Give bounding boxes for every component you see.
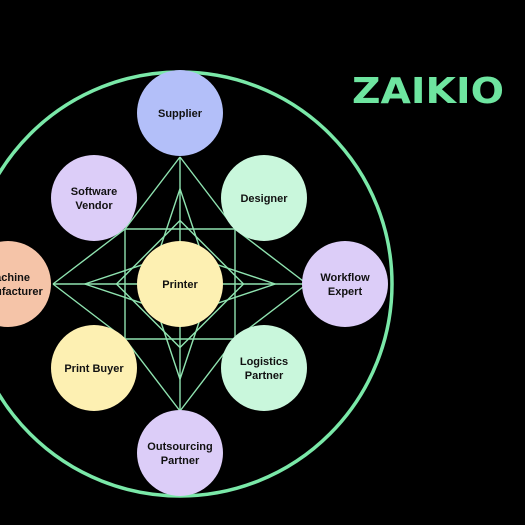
node-circle-machine-manufacturer	[0, 241, 51, 327]
node-printer: Printer	[137, 241, 223, 327]
node-supplier: Supplier	[137, 70, 223, 156]
node-label-workflow-expert: Workflow	[320, 272, 370, 284]
connection-line	[116, 283, 181, 348]
node-label-outsourcing-partner: Outsourcing	[147, 441, 212, 453]
connection-line	[234, 228, 308, 285]
connection-line	[52, 228, 126, 285]
zaikio-logo: ZAIKIO	[352, 71, 504, 110]
node-label-printer: Printer	[162, 279, 198, 291]
node-circle-supplier	[137, 70, 223, 156]
node-label-outsourcing-partner: Partner	[161, 455, 200, 467]
connection-line	[179, 220, 244, 285]
node-circle-outsourcing-partner	[137, 410, 223, 496]
node-print-buyer: Print Buyer	[51, 325, 137, 411]
node-designer: Designer	[221, 155, 307, 241]
node-label-machine-manufacturer: Manufacturer	[0, 286, 44, 298]
node-label-logistics-partner: Partner	[245, 370, 284, 382]
brand-name: ZAIKIO	[352, 71, 504, 110]
node-label-logistics-partner: Logistics	[240, 356, 288, 368]
node-circle-printer	[137, 241, 223, 327]
connection-line	[179, 283, 244, 348]
node-circle-logistics-partner	[221, 325, 307, 411]
node-circle-print-buyer	[51, 325, 137, 411]
node-circle-designer	[221, 155, 307, 241]
nodes: SupplierDesignerWorkflowExpertLogisticsP…	[0, 70, 388, 496]
connection-line	[124, 156, 181, 230]
node-machine-manufacturer: MachineManufacturer	[0, 241, 51, 327]
connection-lines	[52, 156, 308, 412]
node-label-software-vendor: Software	[71, 186, 117, 198]
connection-line	[124, 338, 181, 412]
node-label-workflow-expert: Expert	[328, 286, 363, 298]
connection-line	[116, 220, 181, 285]
node-circle-software-vendor	[51, 155, 137, 241]
node-label-designer: Designer	[240, 193, 288, 205]
node-label-machine-manufacturer: Machine	[0, 272, 30, 284]
node-label-supplier: Supplier	[158, 108, 203, 120]
node-circle-workflow-expert	[302, 241, 388, 327]
node-label-print-buyer: Print Buyer	[64, 363, 124, 375]
node-label-software-vendor: Vendor	[75, 200, 113, 212]
